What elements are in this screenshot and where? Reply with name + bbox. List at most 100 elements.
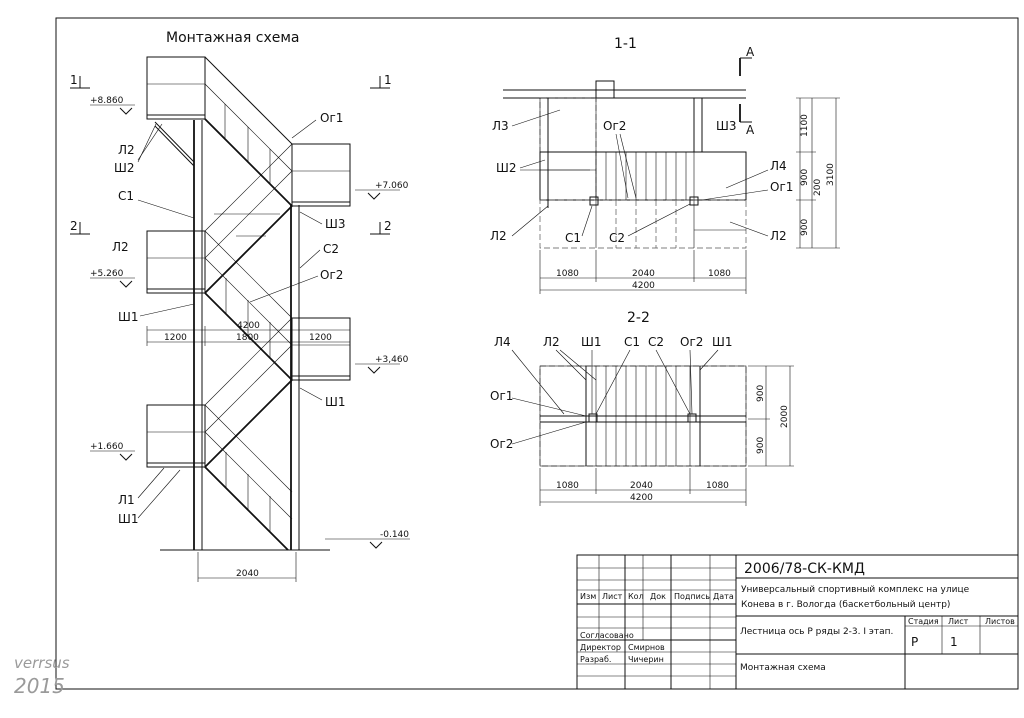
tb-header-kol: Кол xyxy=(628,592,644,601)
section-2-title: 2-2 xyxy=(627,310,650,326)
tb-sheet-title: Лестница ось Р ряды 2-3. I этап. xyxy=(740,627,893,637)
label-sh1-mid: Ш1 xyxy=(118,310,138,324)
s1-dim-h3: 1080 xyxy=(708,269,731,279)
tb-project-line1: Универсальный спортивный комплекс на ули… xyxy=(741,585,970,595)
tb-developer-name: Чичерин xyxy=(628,655,664,664)
s2-label-s2: С2 xyxy=(648,335,664,349)
section-mark-1-right: 1 xyxy=(384,73,392,87)
level-marks: +8.860 +7.060 +5.260 +3,460 +1.660 -0.14… xyxy=(90,96,410,549)
label-sh1-bottom: Ш1 xyxy=(118,512,138,526)
main-title: Монтажная схема xyxy=(166,30,300,46)
label-s1: С1 xyxy=(118,189,134,203)
tb-sheet-value: 1 xyxy=(950,635,958,649)
s2-label-l4: Л4 xyxy=(494,335,511,349)
title-block: Изм Лист Кол Док Подпись Дата Согласован… xyxy=(576,554,1019,690)
s2-dim-v2: 900 xyxy=(756,437,766,454)
elevation-dimensions: 4200 1200 1800 1200 2040 xyxy=(146,321,351,582)
tb-approved: Согласовано xyxy=(580,631,634,640)
level-mark-8860: +8.860 xyxy=(90,96,124,106)
section-2-plan: Л4 Л2 Ш1 С1 С2 Ог2 Ш1 Ог1 Ог2 900 900 20… xyxy=(490,335,794,506)
watermark-name: verrsus xyxy=(14,654,70,672)
dim-elev-total: 4200 xyxy=(237,321,260,331)
s1-label-sh3: Ш3 xyxy=(716,119,736,133)
tb-header-list: Лист xyxy=(602,592,623,601)
tb-header-izm: Изм xyxy=(580,592,596,601)
s2-label-l2: Л2 xyxy=(543,335,560,349)
label-sh2: Ш2 xyxy=(114,161,134,175)
s1-label-s1: С1 xyxy=(565,231,581,245)
label-a-bottom: А xyxy=(746,123,755,137)
label-s2: С2 xyxy=(323,242,339,256)
s1-label-s2: С2 xyxy=(609,231,625,245)
label-l2-top: Л2 xyxy=(118,143,135,157)
s1-dim-total-v: 3100 xyxy=(826,163,836,186)
s2-dim-h1: 1080 xyxy=(556,481,579,491)
s1-dim-h2: 2040 xyxy=(632,269,655,279)
elevation-view: +8.860 +7.060 +5.260 +3,460 +1.660 -0.14… xyxy=(70,56,410,582)
tb-stage-label: Стадия xyxy=(908,617,939,626)
s1-label-l3: Л3 xyxy=(492,119,509,133)
label-l1: Л1 xyxy=(118,493,135,507)
level-mark-7060: +7.060 xyxy=(375,181,409,191)
s1-label-sh2: Ш2 xyxy=(496,161,516,175)
s2-label-og2-left: Ог2 xyxy=(490,437,513,451)
dim-elev-bottom: 2040 xyxy=(236,569,259,579)
tb-sheets-label: Листов xyxy=(985,617,1015,626)
watermark-year: 2015 xyxy=(14,674,65,698)
label-sh1-right: Ш1 xyxy=(325,395,345,409)
label-l2-mid: Л2 xyxy=(112,240,129,254)
dim-elev-right: 1200 xyxy=(309,333,332,343)
tb-header-dok: Док xyxy=(650,592,666,601)
level-mark-ground: -0.140 xyxy=(380,530,409,540)
s2-label-og2-top: Ог2 xyxy=(680,335,703,349)
tb-code: 2006/78-СК-КМД xyxy=(744,561,865,577)
s2-label-sh1-right: Ш1 xyxy=(712,335,732,349)
s2-dim-v1: 900 xyxy=(756,385,766,402)
tb-drawing-name: Монтажная схема xyxy=(740,663,826,673)
s2-label-og1: Ог1 xyxy=(490,389,513,403)
s1-label-og2: Ог2 xyxy=(603,119,626,133)
level-mark-3460: +3,460 xyxy=(375,355,409,365)
s1-label-l2-right: Л2 xyxy=(770,229,787,243)
level-mark-5260: +5.260 xyxy=(90,269,124,279)
tb-project-line2: Конева в г. Вологда (баскетбольный центр… xyxy=(741,600,950,610)
s2-dim-total-v: 2000 xyxy=(780,405,790,428)
s1-label-og1: Ог1 xyxy=(770,180,793,194)
s1-dim-v3: 200 xyxy=(813,179,823,196)
s1-dim-total-h: 4200 xyxy=(632,281,655,291)
label-sh3: Ш3 xyxy=(325,217,345,231)
s2-dim-h3: 1080 xyxy=(706,481,729,491)
section-mark-1-left: 1 xyxy=(70,73,78,87)
s2-dim-h2: 2040 xyxy=(630,481,653,491)
tb-header-podpis: Подпись xyxy=(674,592,710,601)
section-1-plan: А А Л3 Ог2 Ш3 Ш2 Л4 Ог1 Л2 С1 С2 Л2 xyxy=(490,45,840,294)
label-og1: Ог1 xyxy=(320,111,343,125)
label-og2: Ог2 xyxy=(320,268,343,282)
s1-dim-v1: 1100 xyxy=(800,114,810,137)
s1-label-l2-left: Л2 xyxy=(490,229,507,243)
section-mark-2-right: 2 xyxy=(384,219,392,233)
tb-sheet-label: Лист xyxy=(948,617,969,626)
tb-director-role: Директор xyxy=(580,643,621,652)
dim-elev-left: 1200 xyxy=(164,333,187,343)
tb-stage-value: Р xyxy=(911,635,918,649)
section-markers: 1 1 2 2 xyxy=(70,73,392,235)
s1-dim-v2: 900 xyxy=(800,169,810,186)
s1-dim-h1: 1080 xyxy=(556,269,579,279)
s2-label-sh1: Ш1 xyxy=(581,335,601,349)
elevation-labels: Л2 Ш2 С1 Л2 Ш1 Ог1 Ш3 С2 Ог2 Ш1 Л1 Ш1 xyxy=(112,111,345,526)
s1-label-l4: Л4 xyxy=(770,159,787,173)
label-a-top: А xyxy=(746,45,755,59)
s2-label-s1: С1 xyxy=(624,335,640,349)
dim-elev-middle: 1800 xyxy=(236,333,259,343)
tb-developer-role: Разраб. xyxy=(580,655,611,664)
level-mark-1660: +1.660 xyxy=(90,442,124,452)
section-mark-2-left: 2 xyxy=(70,219,78,233)
s2-dim-total-h: 4200 xyxy=(630,493,653,503)
sheet-frame xyxy=(55,17,1019,690)
s1-dim-v4: 900 xyxy=(800,219,810,236)
tb-header-data: Дата xyxy=(713,592,734,601)
tb-director-name: Смирнов xyxy=(628,643,665,652)
